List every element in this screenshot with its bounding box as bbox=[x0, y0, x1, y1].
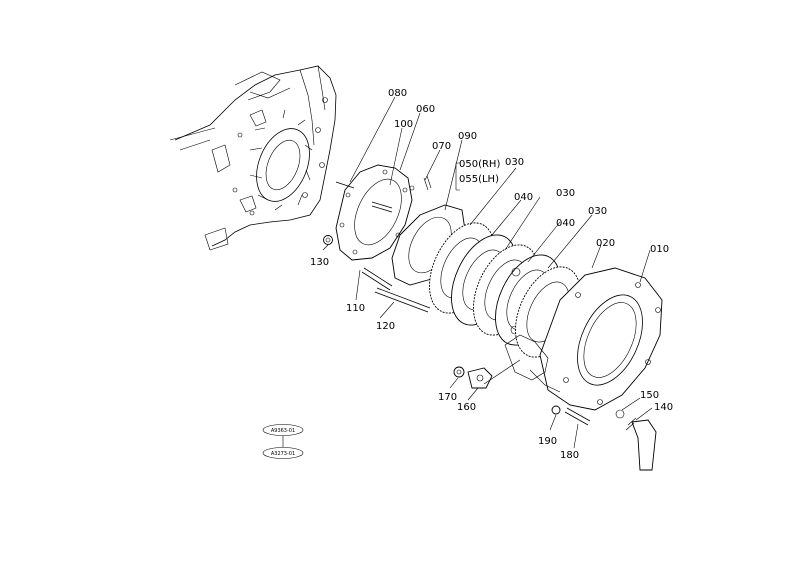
label-050rh: 050(RH) bbox=[459, 159, 500, 170]
label-030-b: 030 bbox=[556, 188, 575, 199]
label-030-c: 030 bbox=[588, 206, 607, 217]
label-030-a: 030 bbox=[505, 157, 524, 168]
label-150: 150 bbox=[640, 390, 659, 401]
reference-stamps: A9363-01 A3273-01 bbox=[262, 424, 304, 459]
label-140: 140 bbox=[654, 402, 673, 413]
label-055lh: 055(LH) bbox=[459, 174, 499, 185]
label-020: 020 bbox=[596, 238, 615, 249]
stamp-bottom: A3273-01 bbox=[271, 451, 295, 457]
gasket-plate bbox=[335, 164, 413, 261]
label-080: 080 bbox=[388, 88, 407, 99]
label-160: 160 bbox=[457, 402, 476, 413]
label-060: 060 bbox=[416, 104, 435, 115]
label-090: 090 bbox=[458, 131, 477, 142]
label-190: 190 bbox=[538, 436, 557, 447]
brake-housing bbox=[504, 267, 663, 411]
label-100: 100 bbox=[394, 119, 413, 130]
label-130: 130 bbox=[310, 257, 329, 268]
stamp-top: A9363-01 bbox=[271, 428, 295, 434]
label-110: 110 bbox=[346, 303, 365, 314]
label-180: 180 bbox=[560, 450, 579, 461]
leader-lines bbox=[322, 96, 653, 449]
transmission-case bbox=[169, 65, 337, 251]
label-070: 070 bbox=[432, 141, 451, 152]
disc-stack bbox=[429, 222, 581, 358]
hardware bbox=[323, 175, 657, 471]
label-040-a: 040 bbox=[514, 192, 533, 203]
label-040-b: 040 bbox=[556, 218, 575, 229]
label-170: 170 bbox=[438, 392, 457, 403]
label-120: 120 bbox=[376, 321, 395, 332]
label-010: 010 bbox=[650, 244, 669, 255]
part-labels: 080 060 100 070 090 050(RH) 055(LH) 030 … bbox=[310, 88, 673, 461]
